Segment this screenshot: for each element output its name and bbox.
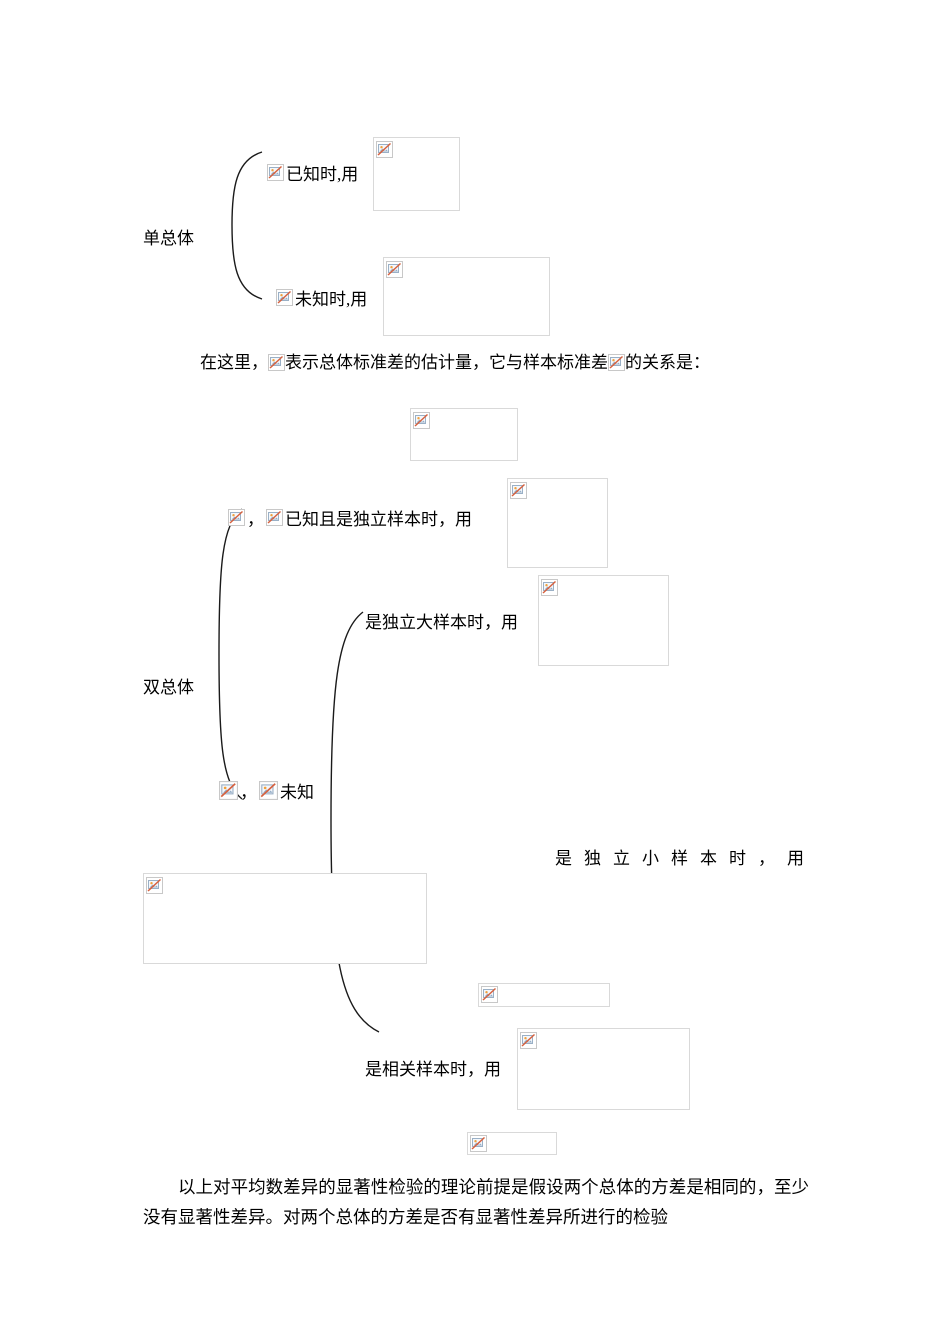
missing-image-icon[interactable] <box>608 354 625 371</box>
brace-single-population <box>231 151 263 300</box>
single-population-label: 单总体 <box>143 229 194 248</box>
double-population-label: 双总体 <box>143 678 194 697</box>
branch-sigma-known: 已知时,用 <box>267 160 358 185</box>
explanation-sentence: 在这里， 表示总体标准差的估计量，它与样本标准差的关系是： <box>200 352 710 374</box>
branch-large-independent-label: 是独立大样本时，用 <box>365 613 518 632</box>
missing-image-icon <box>413 412 430 429</box>
formula-placeholder-box[interactable] <box>517 1028 690 1110</box>
missing-image-icon[interactable] <box>259 781 278 800</box>
missing-image-icon <box>146 877 163 894</box>
formula-placeholder-box[interactable] <box>373 137 460 211</box>
branch-large-independent: 是独立大样本时，用 <box>365 608 518 633</box>
missing-image-icon[interactable] <box>268 354 285 371</box>
branch-unknown-variances: ， 未知 <box>219 778 314 803</box>
missing-image-icon[interactable] <box>276 289 293 306</box>
formula-placeholder-box[interactable] <box>143 873 427 964</box>
sentence-part2: 表示总体标准差的估计量，它与样本标准差 <box>285 353 608 372</box>
missing-image-icon[interactable] <box>219 781 238 800</box>
missing-image-icon <box>510 482 527 499</box>
branch-unknown-label: 未知时,用 <box>295 290 368 309</box>
formula-placeholder-box[interactable] <box>410 408 518 461</box>
branch-known-independent-label: 已知且是独立样本时，用 <box>285 510 472 529</box>
formula-placeholder-box[interactable] <box>507 478 608 568</box>
missing-image-icon <box>541 579 558 596</box>
formula-placeholder-box[interactable] <box>538 575 669 666</box>
missing-image-icon <box>386 261 403 278</box>
formula-placeholder-box[interactable] <box>478 983 610 1007</box>
formula-placeholder-box[interactable] <box>467 1132 557 1155</box>
brace-double-population <box>218 508 243 800</box>
missing-image-icon[interactable] <box>267 164 284 181</box>
branch-correlated: 是相关样本时，用 <box>365 1055 501 1080</box>
separator-comma: ， <box>247 510 264 529</box>
branch-sigma-unknown: 未知时,用 <box>276 285 367 310</box>
branch-unknown-label: 未知 <box>280 783 314 802</box>
branch-known-independent: ， 已知且是独立样本时，用 <box>228 505 472 530</box>
brace-unknown-subbranches <box>330 611 380 1033</box>
missing-image-icon <box>520 1032 537 1049</box>
footer-paragraph: 以上对平均数差异的显著性检验的理论前提是假设两个总体的方差是相同的，至少没有显著… <box>143 1177 809 1227</box>
sentence-part3: 的关系是： <box>625 353 710 372</box>
branch-known-label: 已知时,用 <box>286 165 359 184</box>
branch-small-independent-label: 是独立小样本时，用 <box>555 849 816 868</box>
missing-image-icon[interactable] <box>228 509 245 526</box>
missing-image-icon[interactable] <box>266 509 283 526</box>
missing-image-icon <box>470 1135 487 1152</box>
missing-image-icon <box>376 141 393 158</box>
branch-correlated-label: 是相关样本时，用 <box>365 1060 501 1079</box>
sentence-part1: 在这里， <box>200 353 268 372</box>
missing-image-icon <box>481 986 498 1003</box>
formula-placeholder-box[interactable] <box>383 257 550 336</box>
separator-comma: ， <box>240 783 257 802</box>
